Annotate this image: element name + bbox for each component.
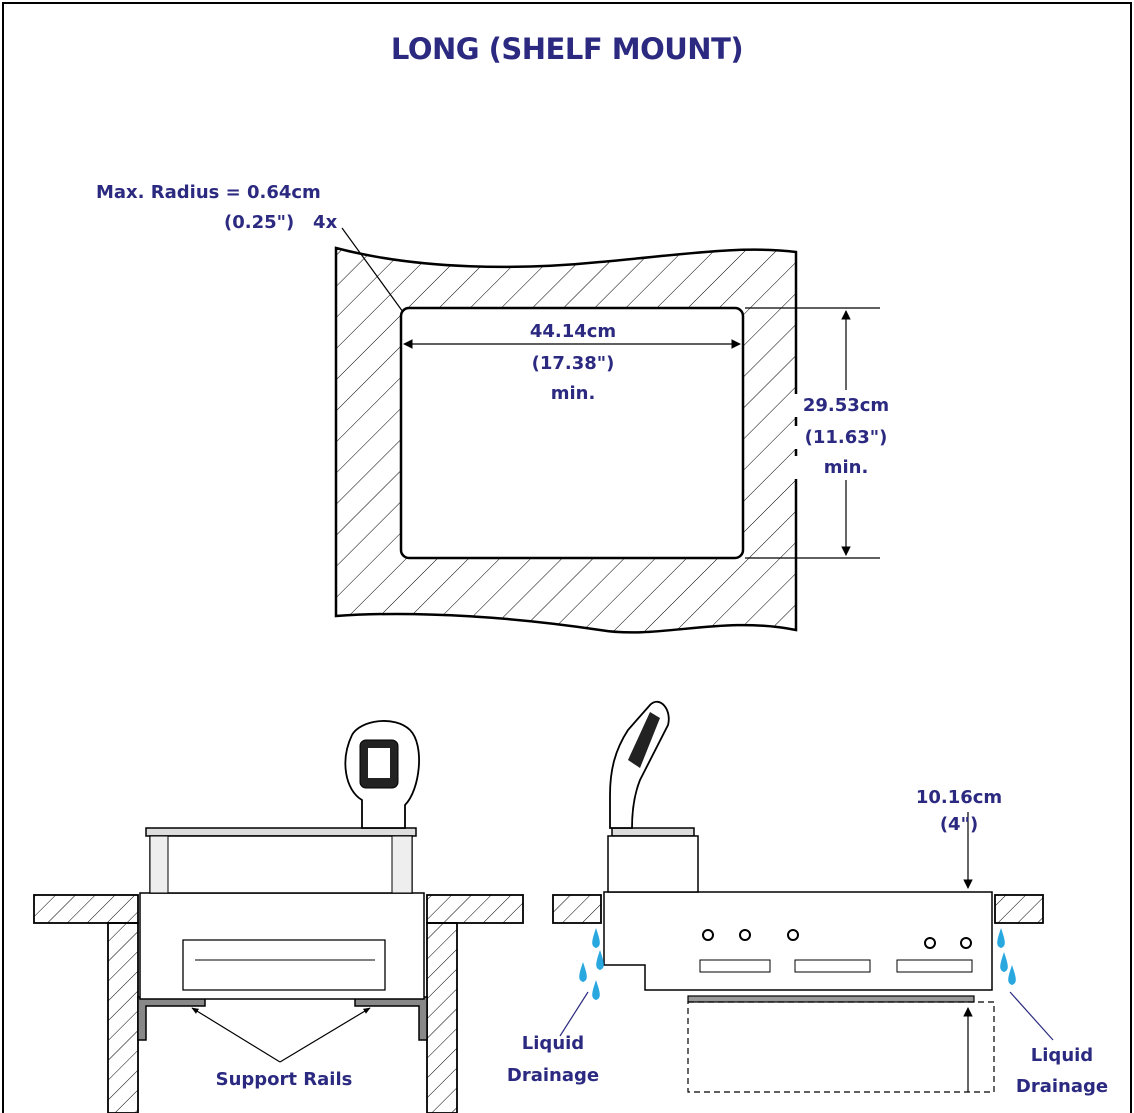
liquid-drainage-left-line1: Liquid — [521, 1033, 585, 1054]
cutout-opening — [399, 306, 745, 560]
liquid-droplets — [579, 928, 1016, 1000]
scanner-lower-plate — [687, 995, 975, 1003]
side-view-installation — [552, 700, 1054, 1093]
shelf-cutout-plan — [334, 227, 880, 634]
scanner-platter-front — [145, 827, 417, 837]
droplet-icon — [592, 980, 600, 1000]
scanner-platter-side — [611, 827, 695, 837]
support-rails-arrow-right — [279, 1007, 371, 1063]
clearance-zone — [687, 1001, 995, 1093]
scanner-tower-front — [149, 835, 413, 894]
side-screw-4 — [924, 937, 936, 949]
support-rails-label: Support Rails — [215, 1069, 353, 1090]
side-screw-1 — [702, 929, 714, 941]
scanner-tower-side — [607, 835, 699, 893]
radius-label-line1: Max. Radius = 0.64cm — [96, 182, 321, 203]
counter-side-right — [994, 894, 1044, 924]
droplet-icon — [997, 928, 1005, 948]
clearance-imperial: (4") — [939, 814, 979, 835]
liquid-drainage-left-line2: Drainage — [506, 1065, 600, 1086]
droplet-icon — [596, 950, 604, 970]
width-dimension-imperial: (17.38") — [531, 353, 615, 374]
support-rail-left — [137, 996, 206, 1041]
radius-label-line2: (0.25") 4x — [224, 212, 338, 233]
radius-leader-line — [341, 227, 404, 313]
liquid-drainage-right-line1: Liquid — [1030, 1045, 1094, 1066]
scanner-head-slot — [368, 748, 390, 778]
droplet-icon — [579, 962, 587, 982]
scanner-side-panel-right — [391, 835, 413, 894]
counter-right — [426, 894, 524, 924]
scanner-head-side-window — [628, 712, 660, 768]
cabinet-wall-left — [107, 922, 139, 1113]
scanner-body-side — [603, 891, 993, 991]
droplet-icon — [1008, 965, 1016, 985]
width-dimension-min: min. — [550, 383, 596, 404]
clearance-value: 10.16cm — [915, 787, 1003, 808]
scanner-side-panel-left — [149, 835, 169, 894]
liquid-drainage-right-line2: Drainage — [1015, 1076, 1109, 1097]
height-dimension-imperial: (11.63") — [790, 426, 902, 449]
side-slot-2 — [794, 959, 871, 973]
cabinet-wall-right — [426, 922, 458, 1113]
height-dimension-min: min. — [790, 456, 902, 479]
side-screw-2 — [739, 929, 751, 941]
counter-left — [33, 894, 139, 924]
height-dimension-value: 29.53cm — [790, 394, 902, 417]
side-slot-1 — [699, 959, 771, 973]
droplet-icon — [1000, 952, 1008, 972]
drawing-title: LONG (SHELF MOUNT) — [390, 32, 744, 66]
scanner-lower-tray — [182, 939, 386, 991]
side-screw-5 — [960, 937, 972, 949]
counter-side-left — [552, 894, 602, 924]
droplet-icon — [592, 928, 600, 948]
drainage-leader-left — [559, 991, 589, 1037]
support-rails-arrow-left — [191, 1007, 281, 1063]
side-slot-3 — [896, 959, 973, 973]
scanner-body-front — [139, 892, 425, 1000]
width-dimension-value: 44.14cm — [529, 321, 617, 342]
support-rail-right — [354, 996, 428, 1041]
drainage-leader-right — [1009, 991, 1054, 1041]
front-view-installation — [33, 720, 524, 1113]
side-screw-3 — [787, 929, 799, 941]
